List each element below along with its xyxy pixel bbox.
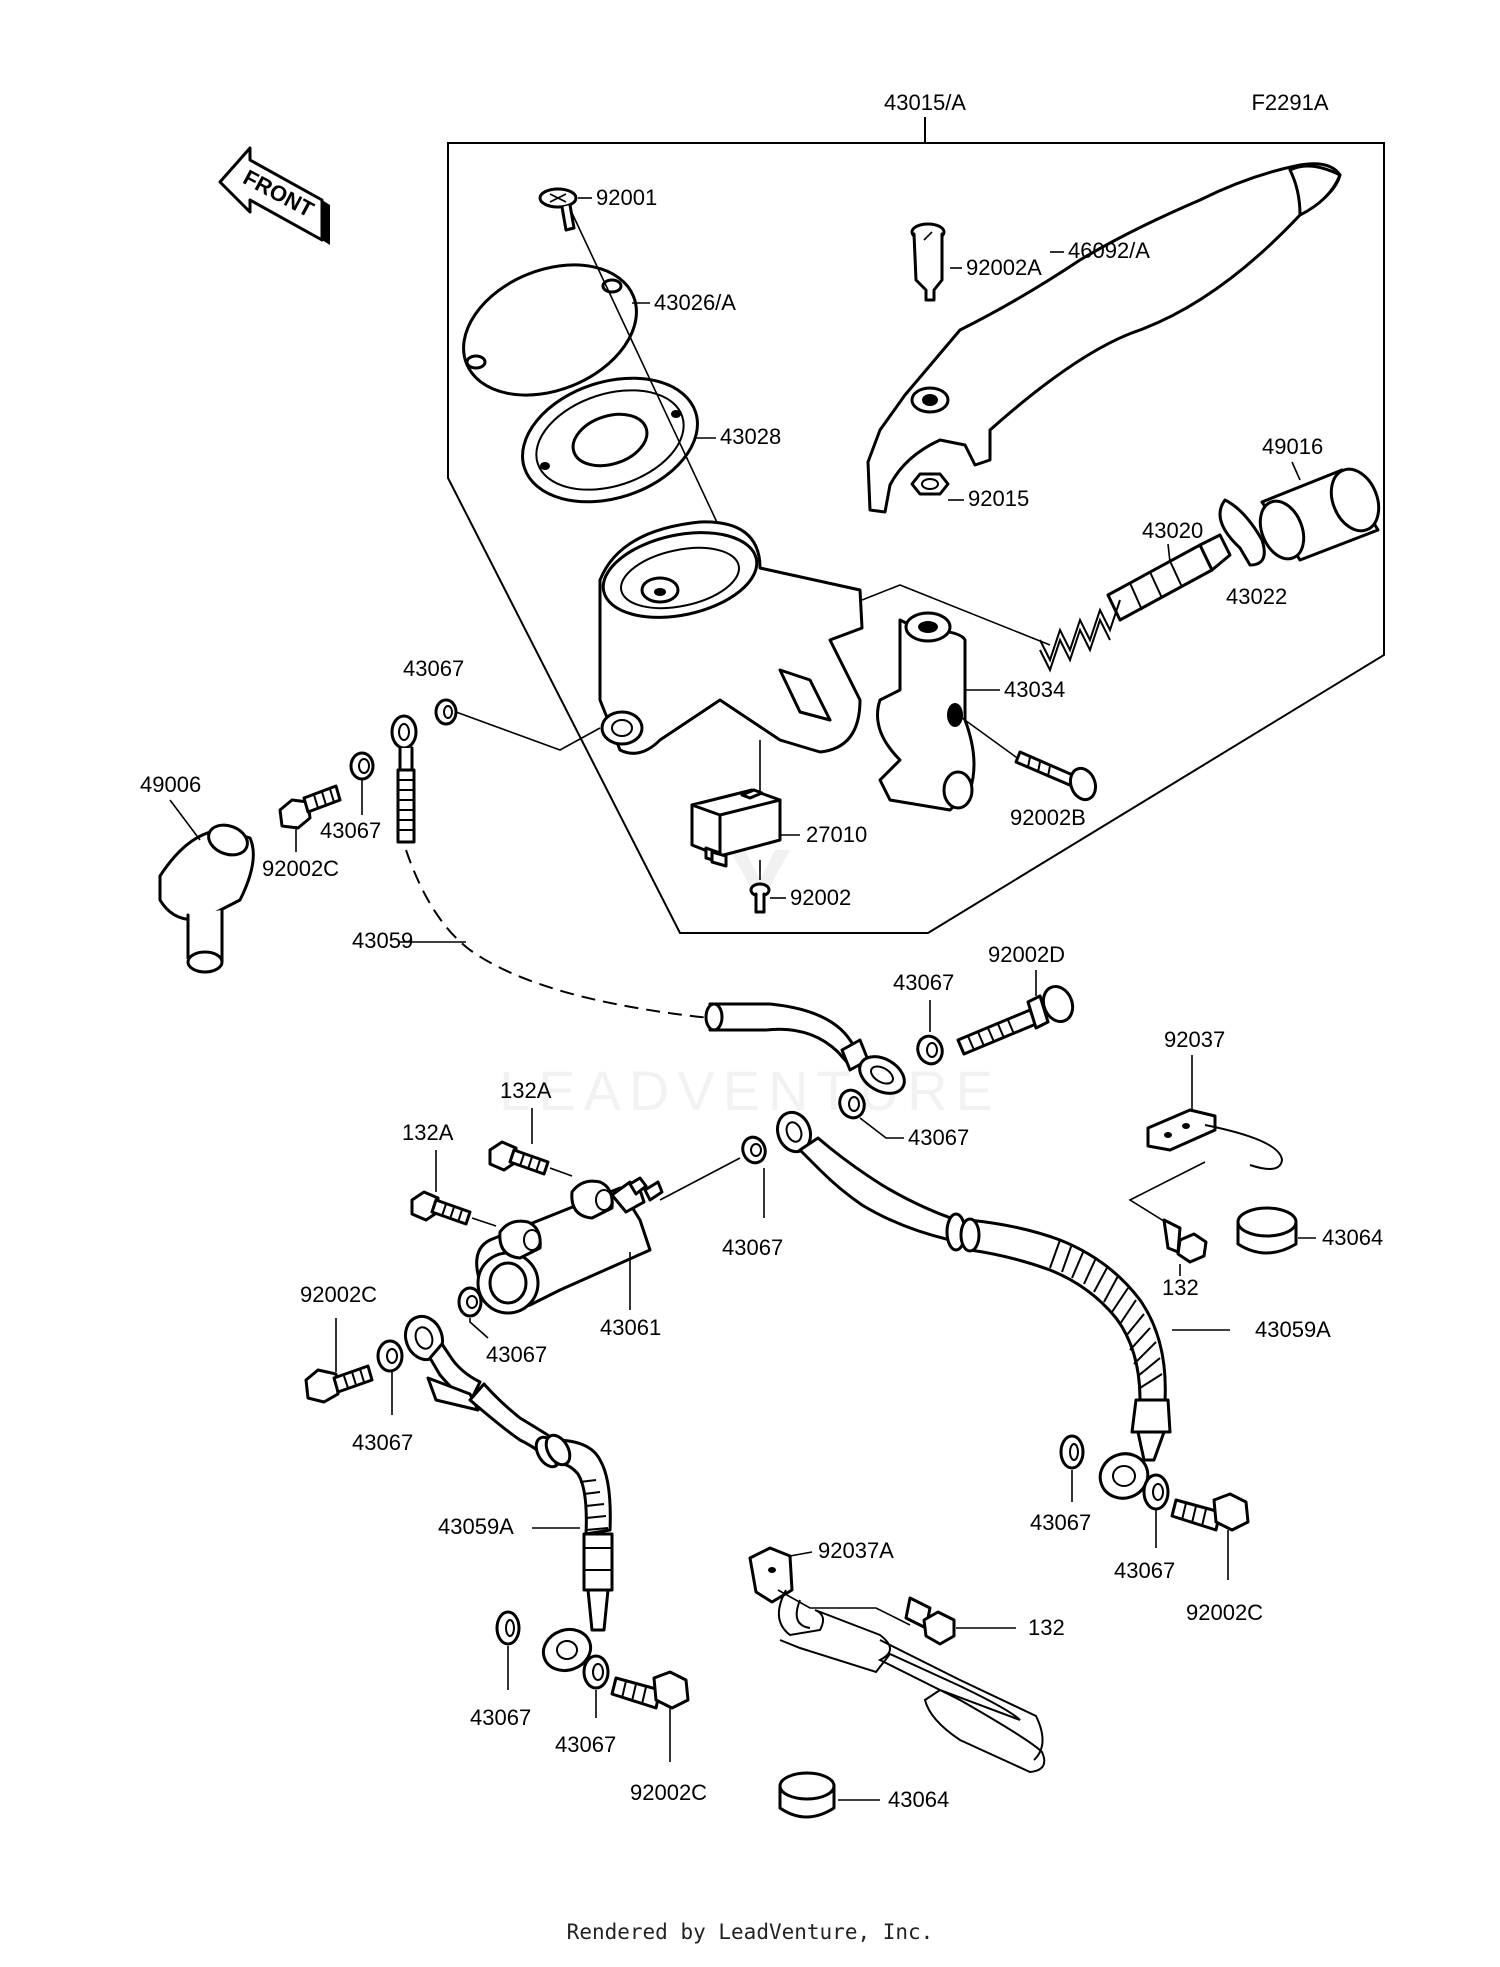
watermark-text: LEADVENTURE bbox=[499, 1059, 1001, 1122]
clamp-bolt-92002b bbox=[1014, 750, 1098, 802]
leadventure-watermark: LEADVENTURE bbox=[499, 850, 1001, 1122]
reservoir-cover-43026a bbox=[462, 263, 638, 397]
diagram-code: F2291A bbox=[1251, 90, 1328, 115]
piston-spring-43020 bbox=[1039, 533, 1232, 673]
master-cylinder-body bbox=[598, 520, 864, 755]
brake-lever-46092a bbox=[866, 162, 1342, 514]
label-43026a: 43026/A bbox=[654, 290, 736, 315]
dust-boot-49016 bbox=[1258, 467, 1381, 562]
label-92002c-b: 92002C bbox=[300, 1282, 377, 1307]
label-132a-a: 132A bbox=[500, 1078, 552, 1103]
bolt-132a-b bbox=[410, 1190, 472, 1226]
label-43034: 43034 bbox=[1004, 677, 1065, 702]
grommet-43064-a bbox=[1236, 1206, 1298, 1255]
label-43067-f: 43067 bbox=[352, 1430, 413, 1455]
washer-43067-j bbox=[495, 1610, 521, 1646]
brake-hose-43059a-left bbox=[403, 1314, 614, 1673]
hose-joint-43061 bbox=[475, 1176, 664, 1315]
washer-43067-f bbox=[376, 1339, 404, 1373]
banjo-upper-43059 bbox=[390, 714, 418, 844]
label-43022: 43022 bbox=[1226, 584, 1287, 609]
label-92002c-a: 92002C bbox=[262, 856, 339, 881]
label-43020: 43020 bbox=[1142, 518, 1203, 543]
brake-hose-43059 bbox=[405, 849, 906, 1095]
bolt-132-a bbox=[1162, 1218, 1208, 1264]
washer-43067-k bbox=[582, 1654, 610, 1690]
banjo-bolt-92002c-c bbox=[1170, 1492, 1250, 1532]
label-43064-b: 43064 bbox=[888, 1787, 949, 1812]
bolt-132a-a bbox=[488, 1140, 550, 1176]
label-49016: 49016 bbox=[1262, 434, 1323, 459]
label-43064-a: 43064 bbox=[1322, 1225, 1383, 1250]
label-43067-j: 43067 bbox=[470, 1705, 531, 1730]
grommet-43064-b bbox=[778, 1771, 836, 1819]
brake-hose-43059a-right bbox=[775, 1110, 1172, 1500]
label-43067-g: 43067 bbox=[1030, 1510, 1091, 1535]
label-92002b: 92002B bbox=[1010, 805, 1086, 830]
bolt-132-b bbox=[904, 1596, 956, 1646]
banjo-bolt-92002c-b bbox=[304, 1364, 374, 1404]
footer-credit: Rendered by LeadVenture, Inc. bbox=[566, 1920, 934, 1944]
label-27010: 27010 bbox=[806, 822, 867, 847]
assembly-label: 43015/A bbox=[884, 90, 966, 115]
bleeder-cap-49006 bbox=[158, 823, 255, 974]
label-92002d: 92002D bbox=[988, 942, 1065, 967]
label-132-a: 132 bbox=[1162, 1275, 1199, 1300]
banjo-bolt-92002c-a bbox=[278, 784, 342, 830]
label-43059a-b: 43059A bbox=[438, 1514, 514, 1539]
label-43067-b: 43067 bbox=[320, 818, 381, 843]
washer-43067-c bbox=[916, 1034, 944, 1066]
banjo-bolt-92002d bbox=[956, 985, 1075, 1056]
label-43059: 43059 bbox=[352, 928, 413, 953]
label-43067-k: 43067 bbox=[555, 1732, 616, 1757]
label-92002a: 92002A bbox=[966, 255, 1042, 280]
label-132-b: 132 bbox=[1028, 1615, 1065, 1640]
label-43028: 43028 bbox=[720, 424, 781, 449]
pivot-bolt-92002a bbox=[910, 222, 946, 302]
label-92015: 92015 bbox=[968, 486, 1029, 511]
label-49006: 49006 bbox=[140, 772, 201, 797]
brake-switch-27010 bbox=[690, 740, 782, 868]
assembly-boundary bbox=[447, 117, 1385, 934]
washer-43067-g bbox=[1059, 1434, 1085, 1470]
hose-clamp-92037 bbox=[1146, 1108, 1284, 1170]
washer-43067-j-near bbox=[457, 1286, 483, 1318]
circlip-43022 bbox=[1218, 498, 1266, 567]
switch-screw-92002 bbox=[749, 860, 771, 914]
nut-92015 bbox=[910, 472, 950, 496]
label-43061: 43061 bbox=[600, 1315, 661, 1340]
label-92002: 92002 bbox=[790, 885, 851, 910]
washer-43067-b bbox=[349, 751, 375, 781]
label-43059a-a: 43059A bbox=[1255, 1317, 1331, 1342]
label-46092a: 46092/A bbox=[1068, 238, 1150, 263]
label-43067-c: 43067 bbox=[893, 970, 954, 995]
label-92002c-c: 92002C bbox=[1186, 1600, 1263, 1625]
label-92002c-d: 92002C bbox=[630, 1780, 707, 1805]
screw-92001 bbox=[538, 187, 578, 232]
label-43067-d: 43067 bbox=[908, 1125, 969, 1150]
label-92037a: 92037A bbox=[818, 1538, 894, 1563]
washer-43067-e bbox=[741, 1135, 767, 1165]
clamp-43034 bbox=[876, 611, 976, 812]
label-43067-a: 43067 bbox=[403, 656, 464, 681]
front-arrow-icon: FRONT bbox=[218, 146, 330, 245]
label-92037: 92037 bbox=[1164, 1027, 1225, 1052]
washer-43067-h bbox=[1142, 1473, 1170, 1511]
label-43067-h: 43067 bbox=[1114, 1558, 1175, 1583]
washer-43067-d bbox=[838, 1088, 866, 1120]
label-132a-b: 132A bbox=[402, 1120, 454, 1145]
diaphragm-43028 bbox=[521, 376, 699, 504]
label-92001: 92001 bbox=[596, 185, 657, 210]
label-43067-i: 43067 bbox=[486, 1342, 547, 1367]
hose-clamp-92037a bbox=[748, 1546, 1046, 1774]
label-43067-e: 43067 bbox=[722, 1235, 783, 1260]
washer-43067-a bbox=[434, 698, 458, 726]
banjo-bolt-92002c-d bbox=[610, 1670, 690, 1710]
